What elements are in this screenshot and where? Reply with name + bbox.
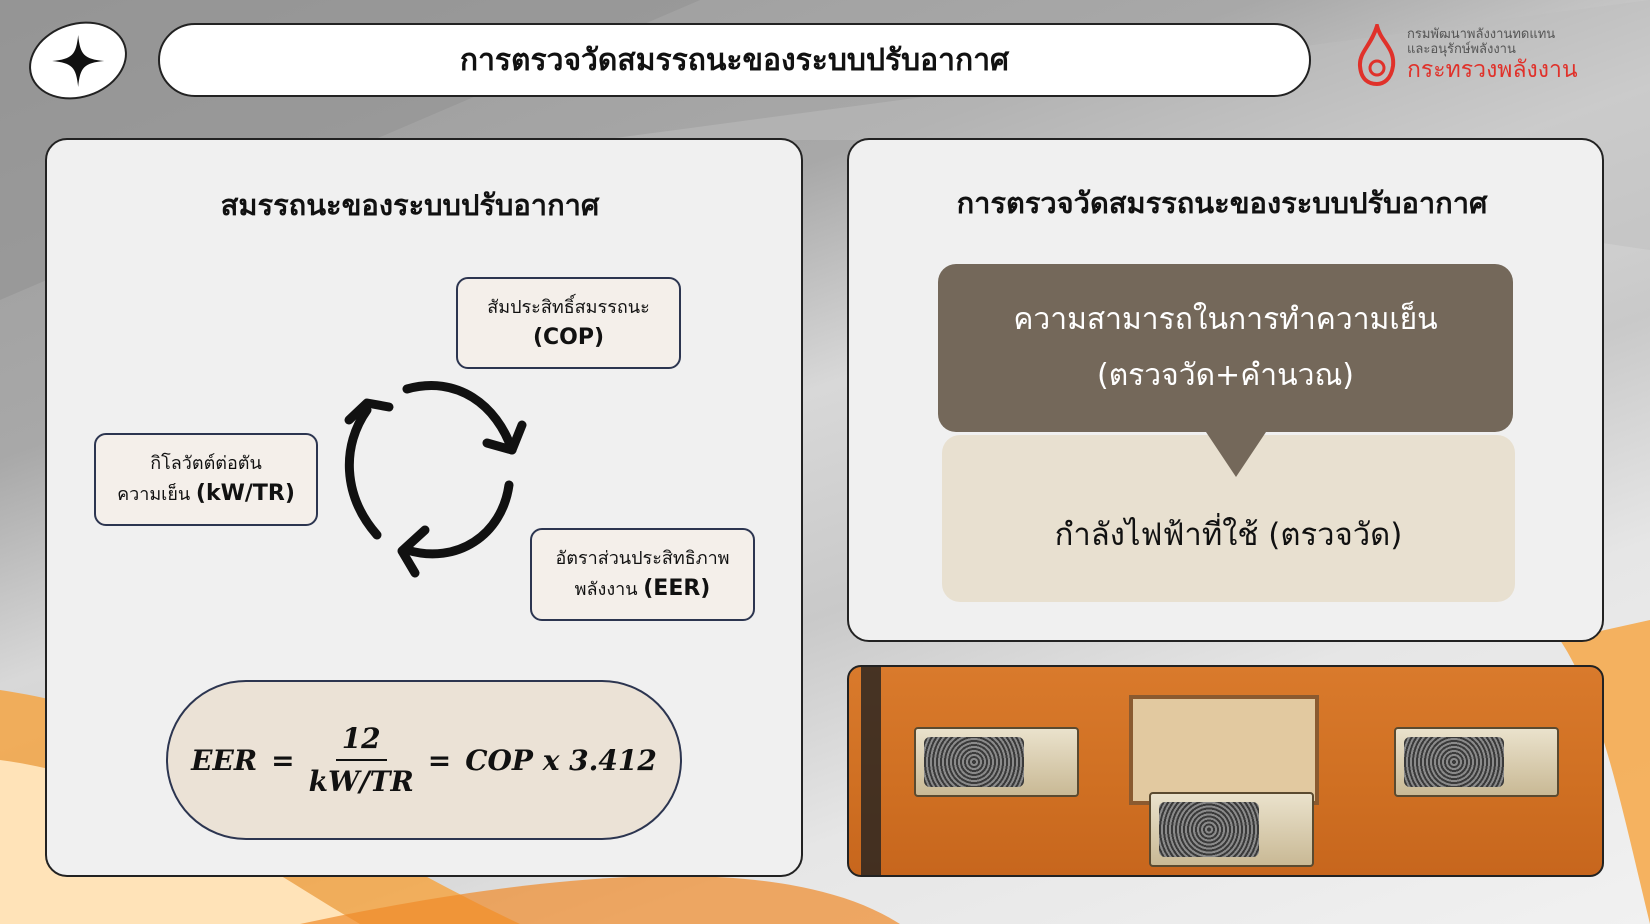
- performance-heading: สมรรถนะของระบบปรับอากาศ: [220, 188, 600, 222]
- flame-icon: [1357, 24, 1396, 86]
- arrow-down-icon: [1206, 432, 1266, 477]
- cable: [861, 667, 881, 875]
- four-point-star-icon: [52, 34, 104, 87]
- eer-label-2: พลังงาน: [574, 579, 644, 600]
- ac-unit: [1149, 792, 1314, 867]
- logo-line3: กระทรวงพลังงาน: [1407, 57, 1578, 83]
- eer-label: อัตราส่วนประสิทธิภาพ: [555, 548, 730, 569]
- formula-eq1: =: [271, 743, 295, 777]
- page-title-text: การตรวจวัดสมรรถนะของระบบปรับอากาศ: [459, 42, 1010, 78]
- ministry-logo: กรมพัฒนาพลังงานทดแทน และอนุรักษ์พลังงาน …: [1355, 20, 1640, 90]
- window-shutter: [1129, 695, 1319, 805]
- cop-abbr: (COP): [532, 325, 605, 350]
- measurement-heading: การตรวจวัดสมรรถนะของระบบปรับอากาศ: [956, 186, 1488, 220]
- eer-abbr: (EER): [643, 576, 711, 601]
- ac-unit: [914, 727, 1079, 797]
- formula-denominator: kW/TR: [308, 765, 414, 798]
- ac-units-photo: [847, 665, 1604, 877]
- formula-lhs: EER: [191, 743, 258, 777]
- ac-unit: [1394, 727, 1559, 797]
- formula-numerator: 12: [335, 722, 387, 761]
- logo-line1: กรมพัฒนาพลังงานทดแทน: [1407, 27, 1556, 42]
- power-label: กำลังไฟฟ้าที่ใช้ (ตรวจวัด): [1054, 516, 1403, 553]
- kwtr-label-2: ความเย็น: [117, 484, 196, 505]
- cooling-capacity-method: (ตรวจวัด+คำนวณ): [1097, 358, 1354, 393]
- page-title: การตรวจวัดสมรรถนะของระบบปรับอากาศ: [158, 23, 1311, 97]
- cop-box: สัมประสิทธิ์สมรรถนะ (COP): [456, 277, 681, 369]
- kwtr-label: กิโลวัตต์ต่อตัน: [150, 453, 262, 474]
- eer-formula: EER = 12 kW/TR = COP x 3.412: [166, 680, 682, 840]
- formula-fraction: 12 kW/TR: [309, 722, 414, 798]
- kwtr-abbr: (kW/TR): [195, 481, 295, 506]
- formula-eq2: =: [427, 743, 452, 777]
- logo-line2: และอนุรักษ์พลังงาน: [1407, 42, 1516, 57]
- cooling-capacity-box: ความสามารถในการทำความเย็น (ตรวจวัด+คำนวณ…: [938, 264, 1513, 432]
- star-badge: [18, 9, 138, 112]
- cycle-arrows-icon: [344, 381, 527, 578]
- kwtr-box: กิโลวัตต์ต่อตัน ความเย็น (kW/TR): [94, 433, 318, 526]
- formula-rhs: COP x 3.412: [465, 743, 657, 777]
- cop-label: สัมประสิทธิ์สมรรถนะ: [487, 297, 650, 318]
- cooling-capacity-label: ความสามารถในการทำความเย็น: [1013, 302, 1438, 337]
- eer-box: อัตราส่วนประสิทธิภาพ พลังงาน (EER): [530, 528, 755, 621]
